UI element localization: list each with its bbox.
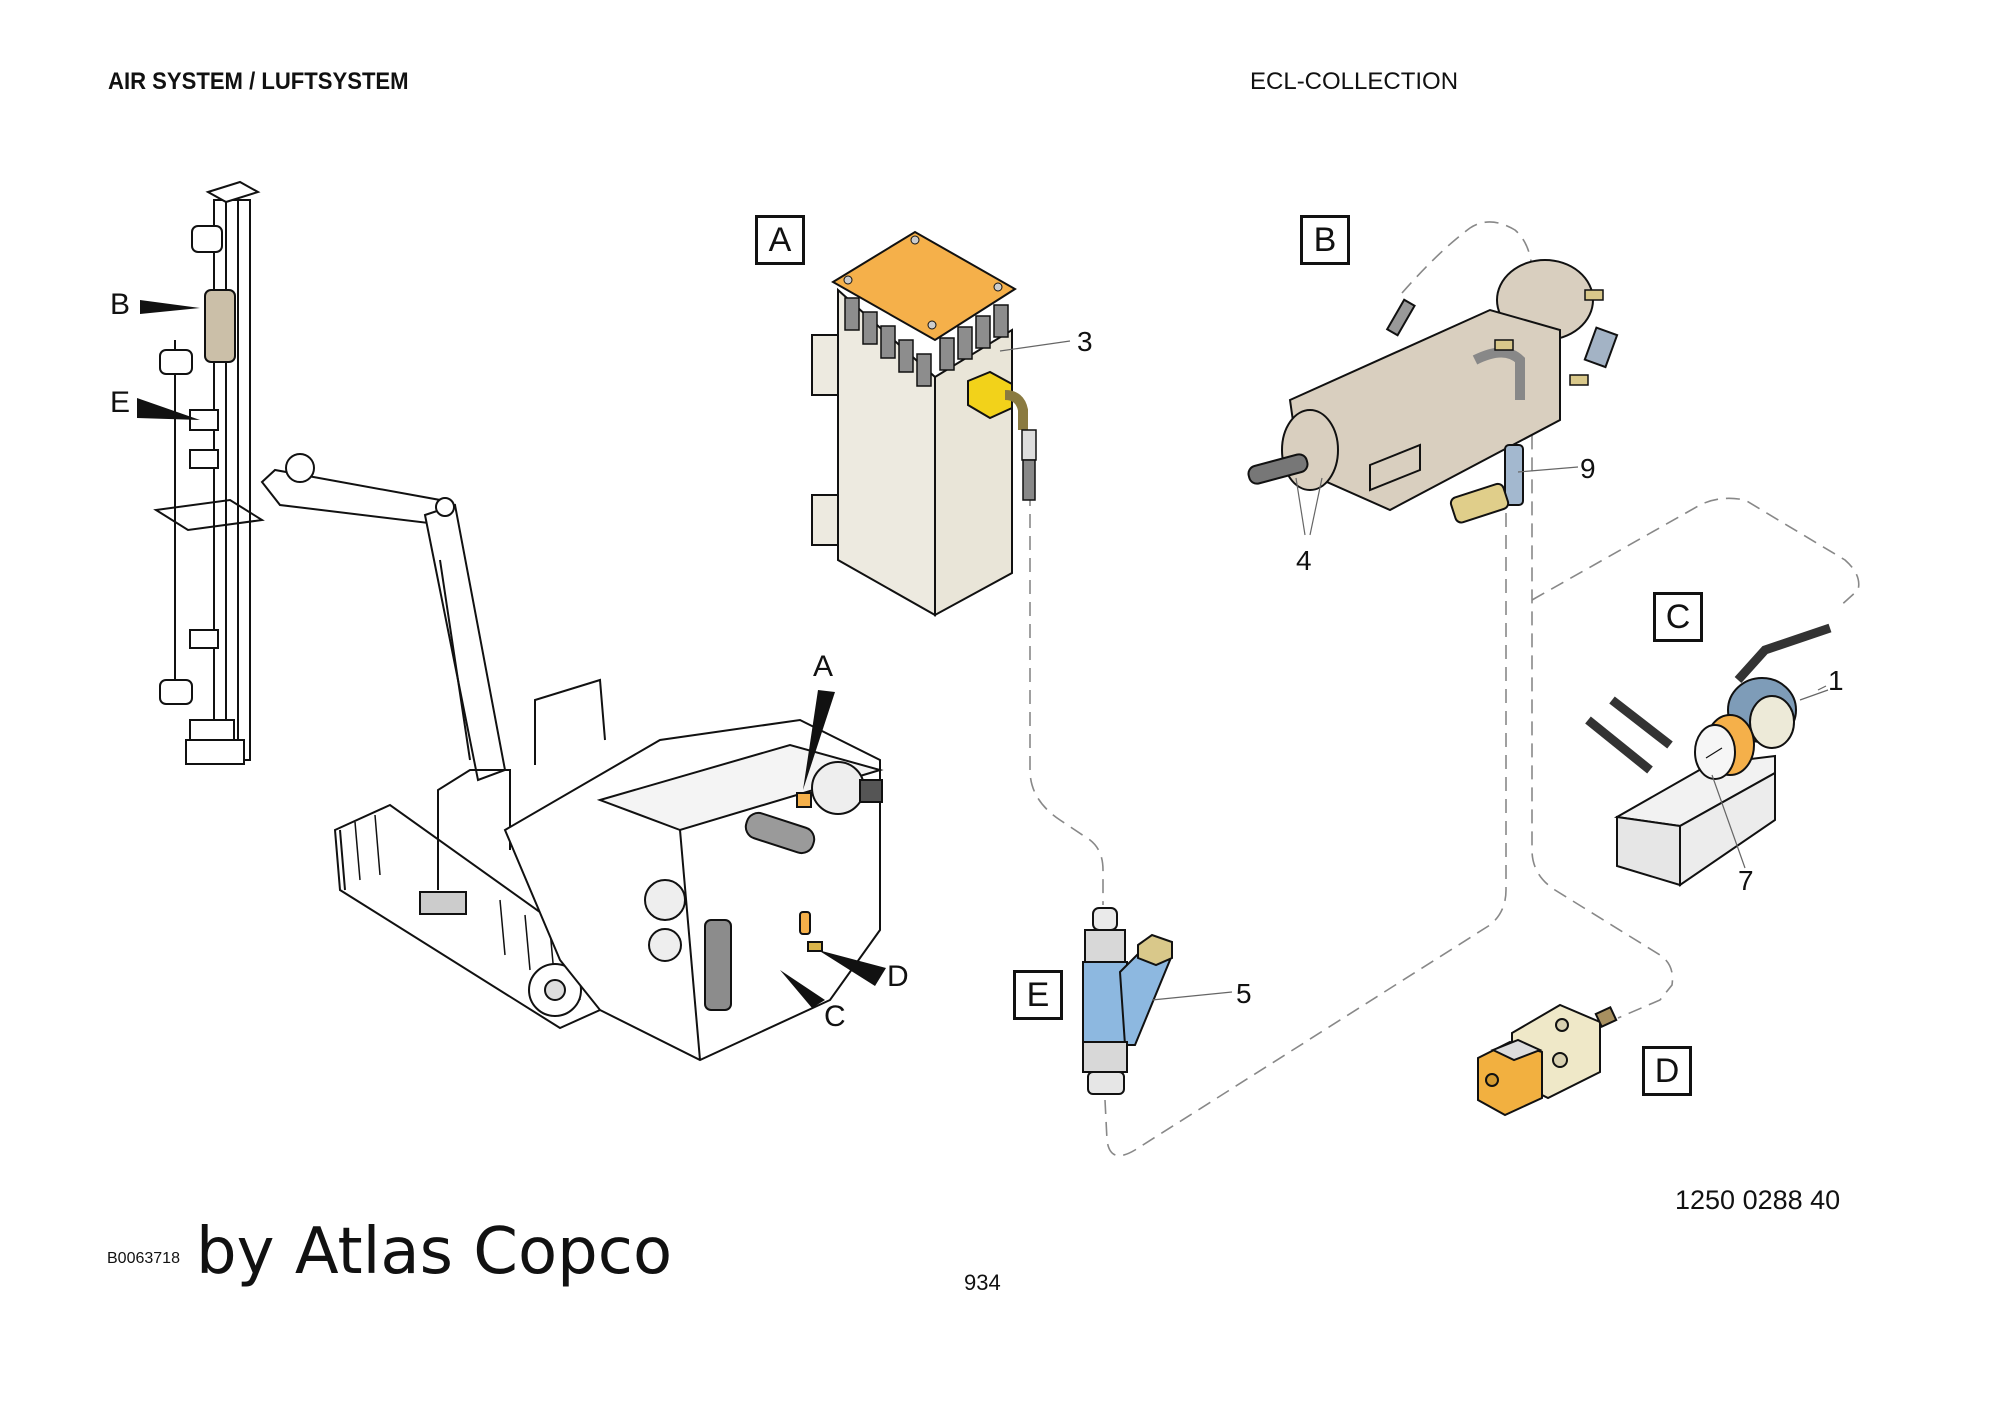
item-number-7: 7 — [1738, 865, 1754, 896]
tank-right-face — [934, 328, 1013, 617]
air-line-tank-to-strainer — [1029, 470, 1104, 905]
machine-callout-A: A — [813, 650, 834, 683]
detail-box-C: C — [1653, 592, 1703, 642]
air-lines — [1029, 221, 1860, 1157]
tank-lid — [831, 230, 1017, 342]
y-strainer-illustration — [1082, 907, 1233, 1095]
detail-box-B: B — [1300, 215, 1350, 265]
page-number: 934 — [964, 1270, 1001, 1295]
callout-arrow-E — [137, 398, 200, 420]
item-number-5: 5 — [1236, 978, 1252, 1009]
collection-label: ECL-COLLECTION — [1250, 68, 1459, 95]
drawing-code: B0063718 — [107, 1250, 180, 1267]
air-line-branch-to-regulator — [1531, 497, 1860, 609]
engine-muffler — [744, 811, 816, 855]
pressure-regulator-illustration — [1585, 623, 1832, 887]
detail-box-E: E — [1013, 970, 1063, 1020]
drill-rig-illustration — [153, 180, 884, 1062]
machine-callout-C: C — [824, 1000, 846, 1033]
mast — [213, 199, 251, 761]
item-number-3: 3 — [1077, 326, 1093, 357]
solenoid-coil — [1477, 1040, 1543, 1117]
mast-rock-drill — [204, 289, 236, 363]
callout-arrow-A — [803, 690, 835, 790]
item-number-1: 1 — [1828, 665, 1844, 696]
callout-arrow-C — [780, 970, 825, 1008]
mini-air-tank — [796, 792, 812, 808]
brass-nipple — [1449, 482, 1510, 524]
solenoid-valve-illustration — [1477, 1003, 1618, 1117]
manifold-block — [1616, 815, 1681, 887]
drill-side-plate — [1583, 326, 1619, 369]
valve-fitting — [1594, 1005, 1618, 1029]
tee-fitting — [1504, 444, 1524, 506]
machine-callout-D: D — [887, 960, 909, 993]
air-tank-illustration — [811, 230, 1071, 617]
mini-filter — [799, 911, 811, 935]
drill-shank — [1247, 453, 1309, 485]
strainer-leg — [1118, 950, 1172, 1046]
item-number-9: 9 — [1580, 453, 1596, 484]
page-title: AIR SYSTEM / LUFTSYSTEM — [108, 68, 409, 95]
callout-arrows — [137, 300, 886, 1008]
part-number: 1250 0288 40 — [1675, 1185, 1841, 1215]
detail-box-A: A — [755, 215, 805, 265]
air-line-strainer-to-drill — [1104, 490, 1507, 1157]
cooling-fan — [811, 761, 865, 815]
detail-box-D: D — [1642, 1046, 1692, 1096]
callout-arrow-B — [140, 300, 200, 314]
machine-callout-B: B — [110, 288, 131, 321]
boom-arm — [423, 503, 507, 782]
brand-watermark: by Atlas Copco — [196, 1215, 673, 1289]
strainer-cap — [1137, 933, 1173, 967]
machine-callout-E: E — [110, 386, 131, 419]
mast-top-plate — [205, 180, 261, 204]
item-number-4: 4 — [1296, 545, 1312, 576]
callout-arrow-D — [818, 950, 886, 986]
rock-drill-illustration — [1247, 259, 1619, 536]
mini-solenoid — [807, 941, 823, 952]
tank-solenoid — [967, 370, 1013, 420]
